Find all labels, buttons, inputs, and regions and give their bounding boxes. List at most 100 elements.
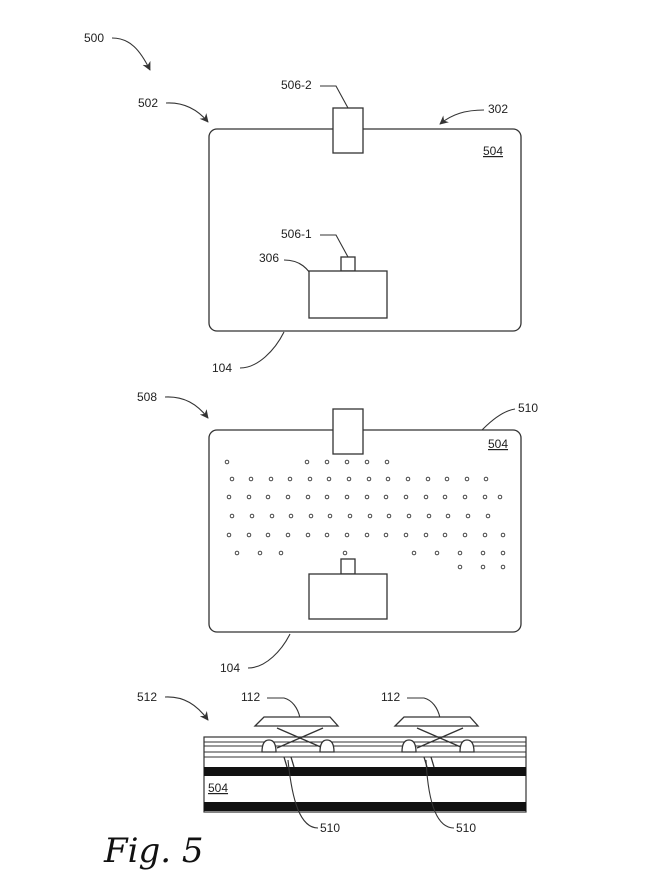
pattern-dot (269, 513, 275, 519)
top-housing-outline (208, 128, 522, 332)
label-510-bottom-left: 510 (320, 821, 340, 835)
pattern-dot (246, 494, 252, 500)
pattern-dot (442, 532, 448, 538)
pattern-dot (308, 513, 314, 519)
pattern-dot (500, 532, 506, 538)
label-104-mid: 104 (220, 661, 240, 675)
pattern-dot (288, 513, 294, 519)
dark-layer-lower (204, 802, 526, 811)
mid-component-306 (308, 573, 388, 620)
pattern-dot (411, 550, 417, 556)
pattern-dot (324, 532, 330, 538)
leader-112-left (267, 697, 301, 719)
pattern-dot (403, 494, 409, 500)
label-104-top: 104 (212, 361, 232, 375)
pattern-dot (287, 476, 293, 482)
pattern-dot (366, 476, 372, 482)
pattern-dot (326, 476, 332, 482)
pattern-dot (480, 550, 486, 556)
pattern-dot (423, 494, 429, 500)
leader-510-bottom-left (287, 759, 319, 829)
label-500: 500 (84, 31, 104, 45)
label-512: 512 (137, 690, 157, 704)
pattern-dot (265, 494, 271, 500)
label-302: 302 (488, 102, 508, 116)
leader-104-top (239, 331, 285, 369)
pattern-dot (285, 532, 291, 538)
pattern-dot (465, 513, 471, 519)
pattern-dot (304, 459, 310, 465)
label-510-mid: 510 (518, 401, 538, 415)
pattern-dot (426, 513, 432, 519)
pattern-dot (344, 459, 350, 465)
pattern-dot (234, 550, 240, 556)
arrow-512 (164, 696, 209, 721)
pattern-dot (403, 532, 409, 538)
pattern-dot (347, 513, 353, 519)
label-306: 306 (259, 251, 279, 265)
key-112-left (253, 716, 340, 768)
pattern-dot (383, 494, 389, 500)
label-112-left: 112 (241, 690, 260, 704)
dark-layer-upper (204, 767, 526, 776)
arrow-502 (165, 102, 209, 123)
pattern-dot (423, 532, 429, 538)
pattern-dot (324, 494, 330, 500)
pattern-dot (248, 476, 254, 482)
leader-112-right (407, 697, 441, 719)
pattern-dot (500, 564, 506, 570)
pattern-dot (229, 513, 235, 519)
pattern-dot (462, 532, 468, 538)
pattern-dot (344, 494, 350, 500)
leader-104-mid (247, 633, 291, 669)
pattern-dot (482, 494, 488, 500)
pattern-dot (406, 513, 412, 519)
pattern-dot (324, 459, 330, 465)
mid-sensor-upper (332, 408, 364, 455)
key-112-right (393, 716, 480, 768)
pattern-dot (265, 532, 271, 538)
pattern-dot (384, 459, 390, 465)
leader-506-1 (320, 234, 349, 258)
label-504-mid: 504 (488, 437, 508, 451)
pattern-dot (464, 476, 470, 482)
pattern-dot (305, 494, 311, 500)
pattern-dot (364, 494, 370, 500)
pattern-dot (257, 550, 263, 556)
label-506-1: 506-1 (281, 227, 312, 241)
pattern-dot (346, 476, 352, 482)
label-510-bottom-right: 510 (456, 821, 476, 835)
pattern-dot (480, 564, 486, 570)
pattern-dot (285, 494, 291, 500)
top-component-306 (308, 270, 388, 319)
pattern-dot (249, 513, 255, 519)
arrow-500 (111, 37, 151, 71)
pattern-dot (364, 532, 370, 538)
pattern-dot (500, 550, 506, 556)
pattern-dot (485, 513, 491, 519)
pattern-dot (226, 494, 232, 500)
pattern-dot (224, 459, 230, 465)
pattern-dot (405, 476, 411, 482)
label-502: 502 (138, 96, 158, 110)
pattern-dot (364, 459, 370, 465)
pattern-dot (482, 532, 488, 538)
pattern-dot (457, 564, 463, 570)
pattern-dot (229, 476, 235, 482)
pattern-dot (342, 550, 348, 556)
pattern-dot (383, 532, 389, 538)
pattern-dot (444, 476, 450, 482)
pattern-dot (226, 532, 232, 538)
cross-section-stack (203, 736, 527, 813)
pattern-dot (483, 476, 489, 482)
dot-pattern-510 (224, 459, 506, 570)
top-sensor-upper (332, 107, 364, 154)
pattern-dot (445, 513, 451, 519)
top-sensor-lower (340, 256, 356, 272)
label-504-top: 504 (483, 144, 503, 158)
pattern-dot (344, 532, 350, 538)
pattern-dot (327, 513, 333, 519)
pattern-dot (497, 494, 503, 500)
arrow-302 (439, 109, 485, 125)
